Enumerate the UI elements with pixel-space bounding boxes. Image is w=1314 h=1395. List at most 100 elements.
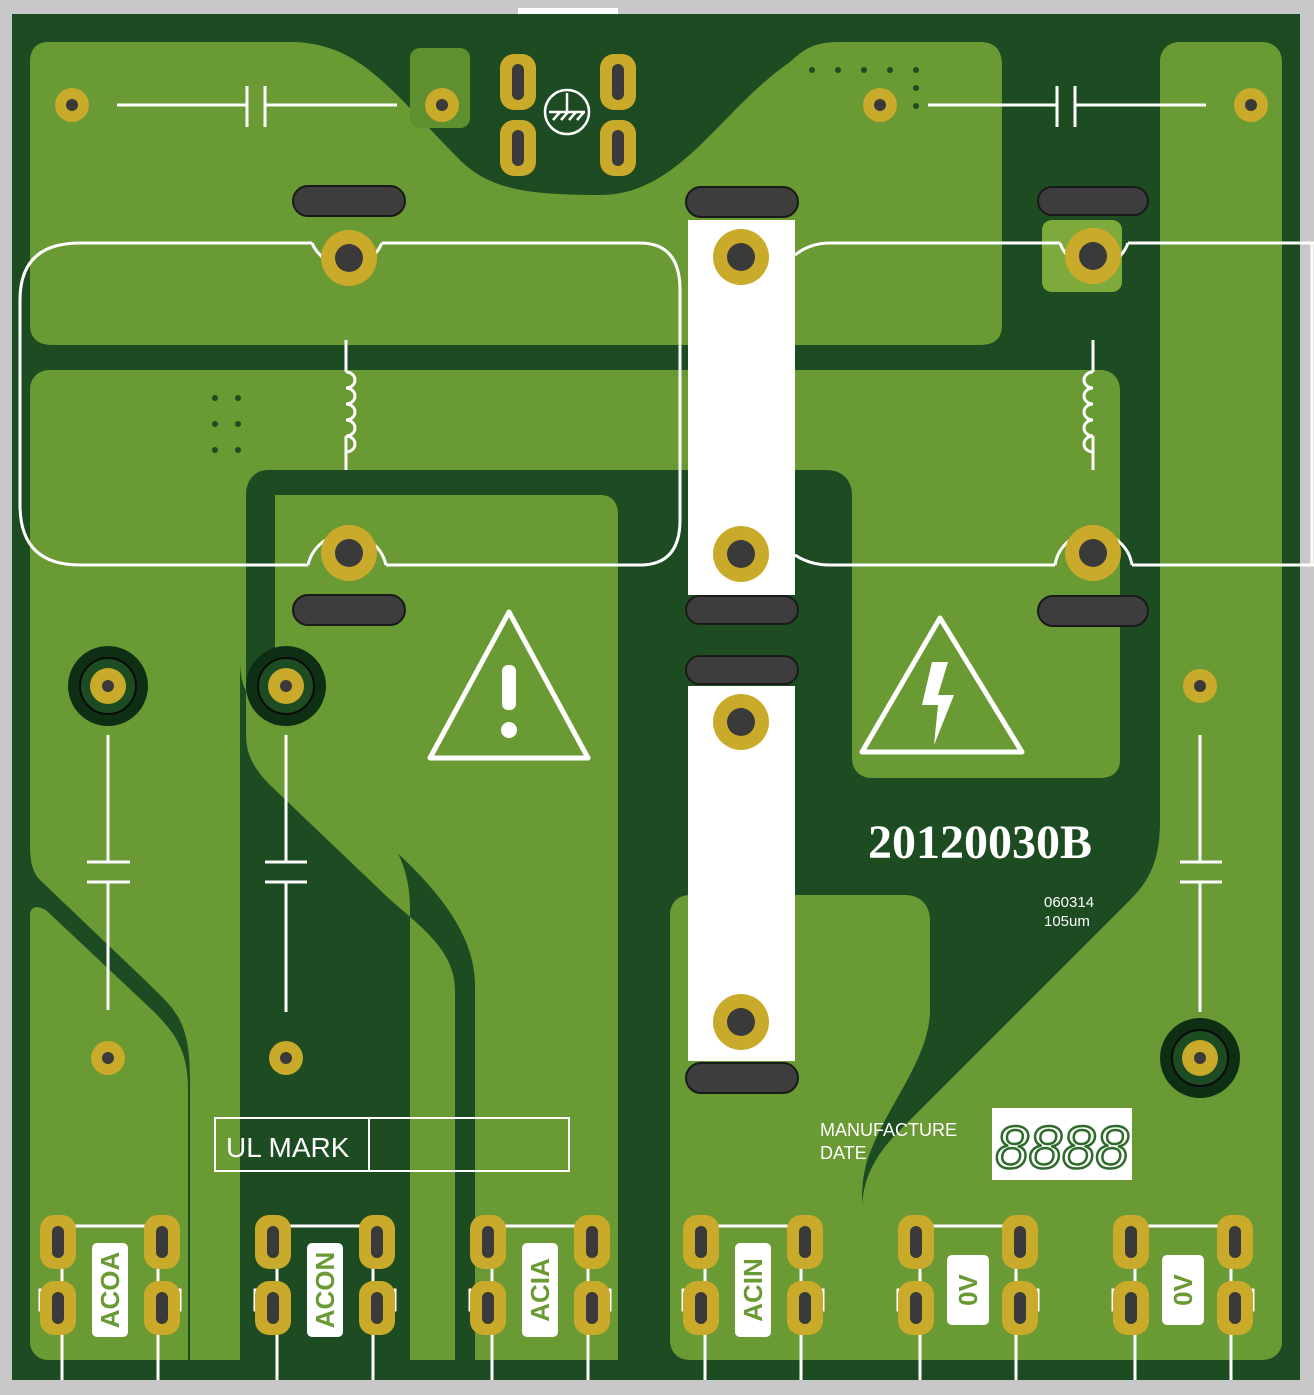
- connector-label-plate: [307, 1243, 343, 1337]
- choke-outline-right: [794, 553, 1314, 567]
- terminal-connector: ACOA: [38, 1215, 182, 1380]
- exclamation-warning-icon: [427, 609, 591, 761]
- slot: [1037, 595, 1149, 627]
- connector-label-plate: [92, 1243, 128, 1337]
- connector-pad: [470, 1281, 506, 1335]
- connector-row: ACOA ACON ACIA ACIN 0V 0V: [38, 1215, 1255, 1380]
- slot: [685, 1062, 799, 1094]
- connector-pad: [787, 1281, 823, 1335]
- via-pad: [1234, 88, 1268, 122]
- mounting-pad: [1065, 525, 1121, 581]
- connector-pad: [1002, 1215, 1038, 1269]
- connector-label: ACIA: [525, 1258, 555, 1322]
- connector-pad: [1217, 1281, 1253, 1335]
- connector-pad: [898, 1215, 934, 1269]
- center-left-pour: [275, 495, 618, 1360]
- middle-pour: [30, 370, 1120, 1360]
- ground-block-pads: [500, 54, 636, 176]
- isolated-pad: [246, 646, 326, 726]
- terminal-connector: 0V: [1111, 1215, 1255, 1380]
- connector-pad: [898, 1281, 934, 1335]
- connector-pad: [683, 1281, 719, 1335]
- connector-pad: [1217, 1215, 1253, 1269]
- slot: [292, 185, 406, 217]
- connector-label-plate: [735, 1243, 771, 1337]
- slot: [292, 594, 406, 626]
- large-pads: [321, 228, 1121, 1050]
- board-notch: [518, 8, 618, 14]
- via-pad: [425, 88, 459, 122]
- capacitor-symbol-icon: [117, 86, 397, 127]
- via-pad: [91, 1041, 125, 1075]
- capacitor-symbol-icon: [928, 86, 1206, 127]
- choke-outline-right: [794, 241, 1314, 257]
- isolated-pad: [1160, 1018, 1240, 1098]
- terminal-connector: ACIN: [681, 1215, 825, 1380]
- connector-pad: [359, 1215, 395, 1269]
- part-number: 20120030B: [868, 816, 1092, 869]
- date-stamp-box: 8888: [992, 1108, 1132, 1182]
- connector-pad: [255, 1281, 291, 1335]
- connector-pad: [255, 1215, 291, 1269]
- connector-pad: [1002, 1281, 1038, 1335]
- mounting-pad: [1065, 228, 1121, 284]
- inductor-symbol-icon: [344, 340, 357, 470]
- connector-pad: [787, 1215, 823, 1269]
- via-pad: [863, 88, 897, 122]
- ul-mark-box: UL MARK: [214, 1117, 570, 1172]
- connector-pad: [683, 1215, 719, 1269]
- slot: [685, 655, 799, 685]
- date-stamp-digits: 8888: [995, 1114, 1129, 1181]
- via-pad: [55, 88, 89, 122]
- connector-label: ACIN: [738, 1258, 768, 1322]
- connector-label-plate: [947, 1255, 989, 1325]
- connector-label-plate: [1162, 1255, 1204, 1325]
- copper-weight: 105um: [1044, 913, 1090, 930]
- via-pad: [269, 1041, 303, 1075]
- connector-pad: [40, 1281, 76, 1335]
- date-code: 060314: [1044, 894, 1094, 911]
- slot: [1037, 186, 1149, 216]
- ul-mark-label: UL MARK: [226, 1132, 350, 1163]
- connector-pad: [144, 1215, 180, 1269]
- isolated-pad: [68, 646, 148, 726]
- connector-pad: [40, 1215, 76, 1269]
- terminal-connector: 0V: [896, 1215, 1040, 1380]
- terminal-connector: ACIA: [468, 1215, 612, 1380]
- date-label: DATE: [820, 1143, 867, 1163]
- small-pads: [55, 88, 1268, 1098]
- connector-pad: [470, 1215, 506, 1269]
- inductor-symbol-icon: [1082, 340, 1095, 470]
- slot: [685, 186, 799, 218]
- via-pad: [1183, 669, 1217, 703]
- connector-pad: [574, 1281, 610, 1335]
- connector-label-plate: [522, 1243, 558, 1337]
- high-voltage-icon: [859, 615, 1025, 755]
- capacitor-symbol-icon: [265, 735, 307, 1012]
- choke-outline-left: [18, 241, 682, 567]
- mounting-pad: [321, 525, 377, 581]
- connector-pad: [1113, 1281, 1149, 1335]
- manufacture-label: MANUFACTURE: [820, 1120, 957, 1140]
- mounting-pad: [321, 230, 377, 286]
- terminal-connector: ACON: [253, 1215, 397, 1380]
- slots: [292, 185, 1149, 1094]
- silkscreen-outlines: [18, 241, 1314, 567]
- connector-pad: [144, 1281, 180, 1335]
- stitch-vias: [212, 67, 919, 453]
- mounting-pad: [713, 694, 769, 750]
- mounting-pad: [713, 994, 769, 1050]
- connector-label: ACON: [310, 1252, 340, 1329]
- protective-earth-icon: [543, 88, 591, 136]
- connector-label: 0V: [953, 1273, 983, 1305]
- connector-label: ACOA: [95, 1252, 125, 1329]
- connector-label: 0V: [1168, 1273, 1198, 1305]
- capacitor-symbol-icon: [87, 735, 130, 1010]
- connector-pad: [359, 1281, 395, 1335]
- connector-pad: [1113, 1215, 1149, 1269]
- slot: [685, 595, 799, 625]
- capacitor-symbol-icon: [1180, 735, 1222, 1012]
- mounting-pad: [713, 229, 769, 285]
- mounting-pad: [713, 526, 769, 582]
